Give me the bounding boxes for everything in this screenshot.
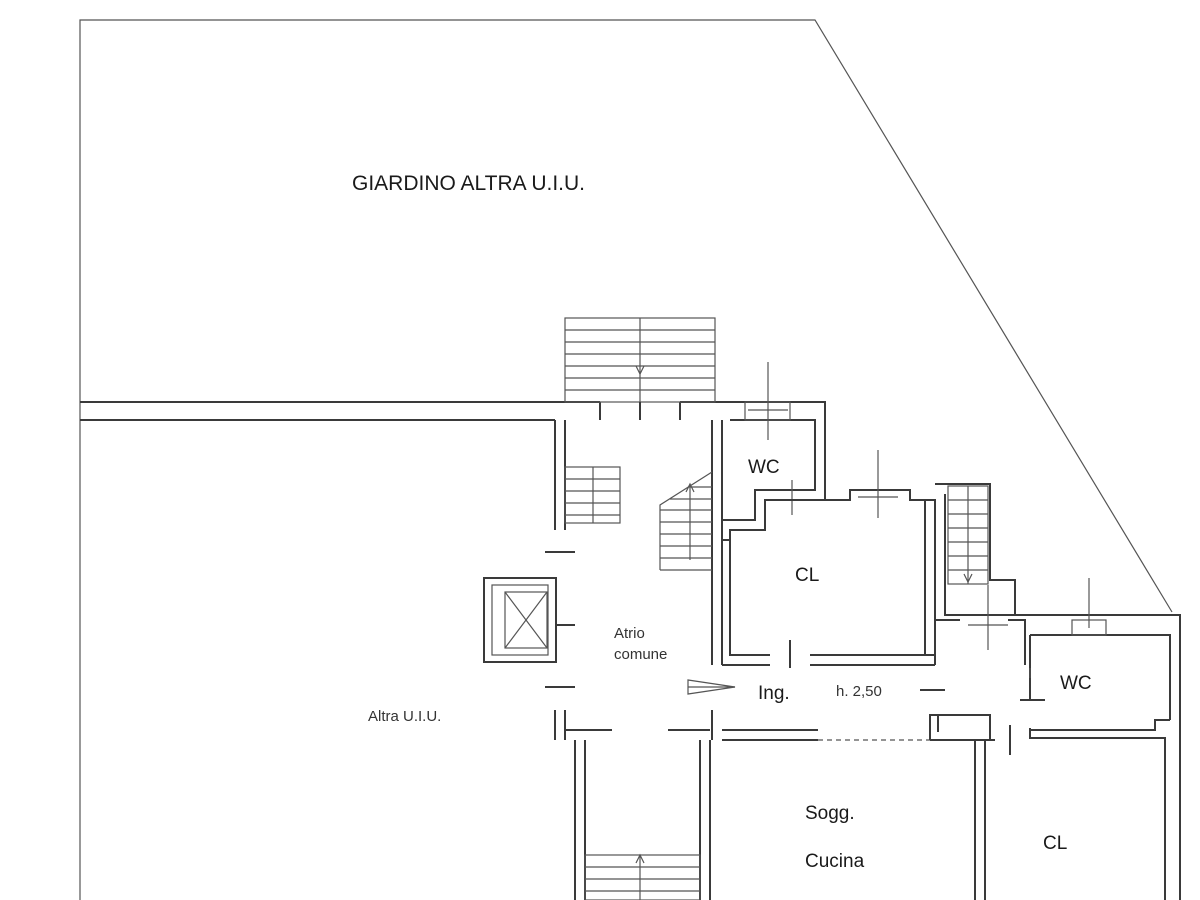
corridor-walls (722, 714, 1011, 900)
elevator (483, 577, 575, 663)
entrance-label: Ing. (758, 683, 790, 704)
exterior-stair-bottom (584, 853, 701, 900)
garden-wall (80, 401, 725, 421)
atrium-label-line2: comune (614, 646, 668, 663)
atrium-label-line1: Atrio (614, 625, 645, 642)
entrance-arrow (687, 679, 736, 695)
wc-right-walls (1015, 578, 1181, 900)
cl-upper-walls (722, 450, 936, 668)
wc-upper-label: WC (748, 457, 780, 478)
living-label-line1: Sogg. (805, 803, 855, 824)
cl-lower-label: CL (1043, 833, 1068, 854)
wc-upper-walls (722, 362, 826, 540)
garden-label: GIARDINO ALTRA U.I.U. (352, 172, 585, 195)
wc-right-label: WC (1060, 673, 1092, 694)
other-unit-label: Altra U.I.U. (368, 708, 442, 725)
inner-stair-right (920, 483, 1026, 691)
height-label: h. 2,50 (836, 683, 882, 700)
curved-stair (659, 471, 713, 571)
atrium-walls (545, 420, 723, 900)
cl-upper-label: CL (795, 565, 820, 586)
property-boundary (79, 19, 1173, 900)
exterior-stair-top (564, 317, 716, 420)
inner-stair-left (564, 466, 621, 524)
living-label-line2: Cucina (805, 851, 865, 872)
